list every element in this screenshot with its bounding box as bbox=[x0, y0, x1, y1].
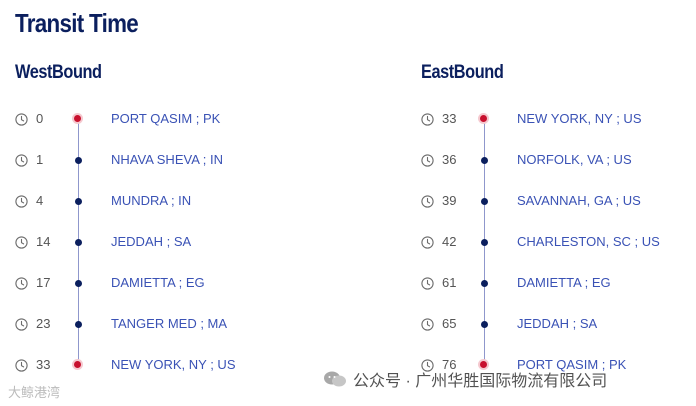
route-endpoint-icon bbox=[480, 115, 487, 122]
route-endpoint-icon bbox=[74, 361, 81, 368]
route-dot-icon bbox=[75, 198, 82, 205]
port-name: MUNDRA ; IN bbox=[111, 193, 192, 208]
clock-icon bbox=[421, 154, 434, 167]
stop-row: 4 MUNDRA ; IN bbox=[15, 191, 315, 211]
stop-row: 61 DAMIETTA ; EG bbox=[421, 273, 696, 293]
port-name: CHARLESTON, SC ; US bbox=[517, 234, 660, 249]
route-dot-icon bbox=[75, 280, 82, 287]
watermark-left: 大鲸港湾 bbox=[8, 382, 60, 401]
stop-row: 23 TANGER MED ; MA bbox=[15, 314, 315, 334]
stop-row: 0 PORT QASIM ; PK bbox=[15, 109, 315, 129]
transit-days: 14 bbox=[36, 234, 51, 249]
port-name: PORT QASIM ; PK bbox=[517, 357, 627, 372]
transit-days: 39 bbox=[442, 193, 457, 208]
route-endpoint-icon bbox=[480, 361, 487, 368]
eastbound-heading: EastBound bbox=[421, 62, 504, 83]
clock-icon bbox=[15, 318, 28, 331]
route-dot-icon bbox=[75, 157, 82, 164]
stop-row: 14 JEDDAH ; SA bbox=[15, 232, 315, 252]
route-dot-icon bbox=[481, 321, 488, 328]
clock-icon bbox=[421, 195, 434, 208]
route-dot-icon bbox=[75, 239, 82, 246]
transit-days: 0 bbox=[36, 111, 44, 126]
clock-icon bbox=[421, 318, 434, 331]
transit-days: 65 bbox=[442, 316, 457, 331]
page-title: Transit Time bbox=[15, 8, 139, 38]
watermark-text: 公众号 · 广州华胜国际物流有限公司 bbox=[353, 373, 608, 390]
westbound-heading: WestBound bbox=[15, 62, 102, 83]
transit-days: 23 bbox=[36, 316, 51, 331]
port-name: PORT QASIM ; PK bbox=[111, 111, 221, 126]
route-dot-icon bbox=[481, 198, 488, 205]
clock-icon bbox=[15, 277, 28, 290]
transit-days: 1 bbox=[36, 152, 44, 167]
port-name: NHAVA SHEVA ; IN bbox=[111, 152, 223, 167]
route-dot-icon bbox=[481, 280, 488, 287]
transit-days: 17 bbox=[36, 275, 51, 290]
stop-row: 65 JEDDAH ; SA bbox=[421, 314, 696, 334]
eastbound-section: EastBound 33 NEW YORK, NY ; US 36 NORFOLK, … bbox=[421, 0, 696, 406]
transit-days: 33 bbox=[36, 357, 51, 372]
stop-row: 42 CHARLESTON, SC ; US bbox=[421, 232, 696, 252]
port-name: SAVANNAH, GA ; US bbox=[517, 193, 641, 208]
clock-icon bbox=[421, 277, 434, 290]
watermark: 公众号 · 广州华胜国际物流有限公司 bbox=[323, 367, 607, 391]
westbound-section: WestBound 0 PORT QASIM ; PK 1 NHAVA SHEVA ;… bbox=[15, 0, 315, 406]
route-endpoint-icon bbox=[74, 115, 81, 122]
clock-icon bbox=[15, 195, 28, 208]
port-name: NEW YORK, NY ; US bbox=[111, 357, 236, 372]
transit-days: 76 bbox=[442, 357, 457, 372]
port-name: NEW YORK, NY ; US bbox=[517, 111, 642, 126]
transit-days: 4 bbox=[36, 193, 44, 208]
port-name: TANGER MED ; MA bbox=[111, 316, 228, 331]
transit-days: 61 bbox=[442, 275, 457, 290]
stop-row: 33 NEW YORK, NY ; US bbox=[421, 109, 696, 129]
clock-icon bbox=[15, 154, 28, 167]
transit-days: 42 bbox=[442, 234, 457, 249]
clock-icon bbox=[15, 359, 28, 372]
transit-days: 36 bbox=[442, 152, 457, 167]
transit-days: 33 bbox=[442, 111, 457, 126]
route-dot-icon bbox=[481, 157, 488, 164]
stop-row: 76 PORT QASIM ; PK bbox=[421, 355, 696, 375]
port-name: DAMIETTA ; EG bbox=[111, 275, 205, 290]
clock-icon bbox=[421, 236, 434, 249]
stop-row: 1 NHAVA SHEVA ; IN bbox=[15, 150, 315, 170]
port-name: JEDDAH ; SA bbox=[517, 316, 598, 331]
stop-row: 36 NORFOLK, VA ; US bbox=[421, 150, 696, 170]
clock-icon bbox=[15, 236, 28, 249]
stop-row: 33 NEW YORK, NY ; US bbox=[15, 355, 315, 375]
port-name: NORFOLK, VA ; US bbox=[517, 152, 632, 167]
stop-row: 39 SAVANNAH, GA ; US bbox=[421, 191, 696, 211]
clock-icon bbox=[421, 359, 434, 372]
clock-icon bbox=[421, 113, 434, 126]
stop-row: 17 DAMIETTA ; EG bbox=[15, 273, 315, 293]
clock-icon bbox=[15, 113, 28, 126]
route-dot-icon bbox=[481, 239, 488, 246]
wechat-icon bbox=[324, 371, 346, 387]
port-name: DAMIETTA ; EG bbox=[517, 275, 611, 290]
watermark-left-text: 大鲸港湾 bbox=[8, 385, 61, 400]
route-dot-icon bbox=[75, 321, 82, 328]
port-name: JEDDAH ; SA bbox=[111, 234, 192, 249]
